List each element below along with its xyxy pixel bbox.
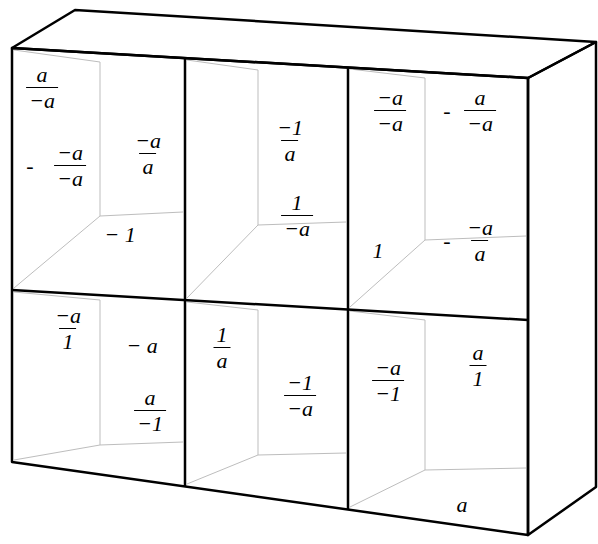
fraction: −aa bbox=[132, 128, 164, 180]
numerator: −a bbox=[52, 303, 84, 328]
denominator: −a bbox=[374, 110, 406, 136]
numerator: a bbox=[141, 385, 158, 410]
shelf-compartment: a−a−aa-−a−a− 1 bbox=[12, 48, 185, 290]
numerator: a bbox=[471, 85, 488, 110]
denominator: −a bbox=[464, 110, 496, 136]
numerator: a bbox=[33, 62, 50, 87]
fraction: a−a bbox=[26, 62, 58, 114]
denominator: −a bbox=[281, 215, 313, 241]
fraction: −aa bbox=[464, 215, 496, 267]
numerator: −a bbox=[132, 128, 164, 153]
denominator: a bbox=[139, 153, 156, 179]
numerator: 1 bbox=[214, 322, 231, 347]
math-term: − a bbox=[126, 333, 157, 358]
denominator: −a bbox=[26, 87, 58, 113]
denominator: a bbox=[471, 240, 488, 266]
math-term: a bbox=[457, 492, 468, 517]
numerator: −1 bbox=[284, 370, 316, 395]
numerator: −a bbox=[374, 85, 406, 110]
numerator: 1 bbox=[288, 190, 305, 215]
denominator: −a bbox=[284, 395, 316, 421]
denominator: 1 bbox=[59, 328, 76, 354]
fraction: −a−a bbox=[54, 140, 86, 192]
fraction: −1a bbox=[274, 115, 306, 167]
denominator: −1 bbox=[134, 410, 166, 436]
shelf-compartment: −1a 1−a bbox=[185, 58, 348, 298]
denominator: 1 bbox=[470, 365, 487, 391]
math-term: - bbox=[26, 153, 33, 178]
fraction: a1 bbox=[470, 340, 487, 392]
numerator: −a bbox=[54, 140, 86, 165]
compartment-interior bbox=[14, 50, 526, 507]
math-term: − 1 bbox=[104, 222, 135, 247]
fraction: −a−1 bbox=[372, 355, 404, 407]
fraction: −a−a bbox=[374, 85, 406, 137]
denominator: −1 bbox=[372, 380, 404, 406]
fraction: a−a bbox=[464, 85, 496, 137]
numerator: −a bbox=[464, 215, 496, 240]
math-term: - bbox=[443, 228, 450, 253]
numerator: −1 bbox=[274, 115, 306, 140]
denominator: a bbox=[214, 347, 231, 373]
shelf-compartment: −a−a-a−a1-−aa bbox=[348, 67, 528, 320]
denominator: −a bbox=[54, 165, 86, 191]
shelf-compartment: −a1 − a a−1 bbox=[12, 290, 185, 462]
fraction: −1−a bbox=[284, 370, 316, 422]
fraction: 1−a bbox=[281, 190, 313, 242]
fraction: 1a bbox=[214, 322, 231, 374]
fraction: a−1 bbox=[134, 385, 166, 437]
math-term: - bbox=[443, 98, 450, 123]
cabinet-outline bbox=[12, 10, 596, 535]
fraction: −a1 bbox=[52, 303, 84, 355]
shelf-compartment: −a−1a1a bbox=[348, 310, 528, 535]
denominator: a bbox=[281, 140, 298, 166]
math-term: 1 bbox=[373, 238, 384, 263]
numerator: −a bbox=[372, 355, 404, 380]
shelf-compartment: 1a −1−a bbox=[185, 300, 348, 486]
numerator: a bbox=[470, 340, 487, 365]
